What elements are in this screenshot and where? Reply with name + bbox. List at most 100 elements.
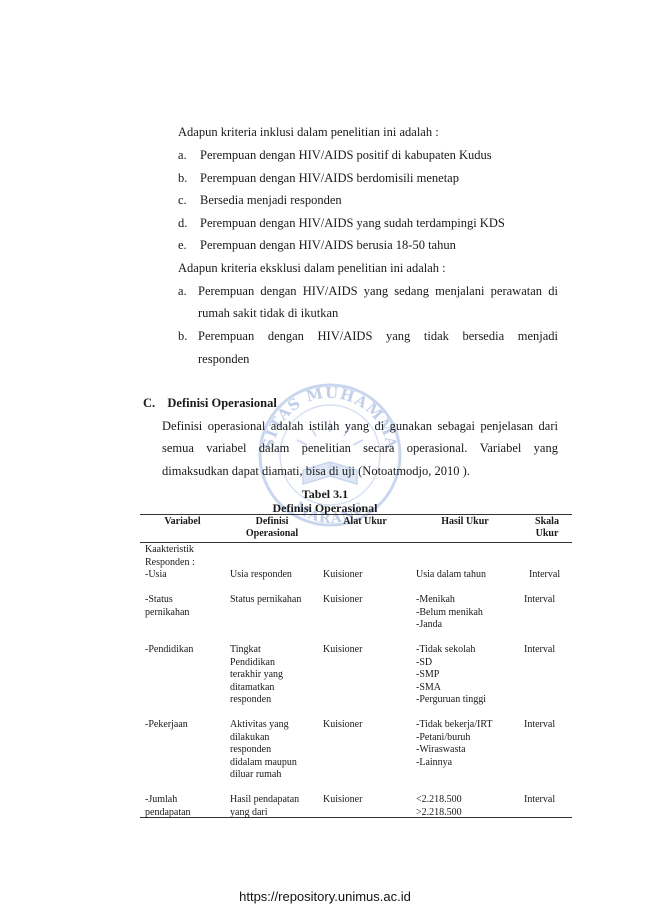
cell-definisi: diluar rumah: [230, 769, 282, 780]
cell-hasil-ukur: -Janda: [416, 619, 443, 630]
word: yang: [344, 419, 370, 433]
list-marker: b.: [178, 171, 188, 185]
group-label-line-1: Kaakteristik: [145, 544, 194, 555]
cell-definisi: Status pernikahan: [230, 594, 302, 605]
exclusion-line-2: responden: [198, 352, 250, 366]
word: di: [374, 419, 385, 433]
cell-alat-ukur: Kuisioner: [323, 594, 363, 605]
cell-hasil-ukur: -Perguruan tinggi: [416, 694, 487, 705]
word: variabel: [206, 441, 247, 455]
word: penjelasan: [480, 419, 534, 433]
cell-definisi: ditamatkan: [230, 681, 275, 693]
cell-alat-ukur: Kuisioner: [323, 719, 363, 730]
word: penelitian: [301, 441, 351, 455]
cell-hasil-ukur: -SMA: [416, 681, 442, 693]
list-marker: e.: [178, 238, 187, 252]
word: dengan: [260, 284, 297, 298]
word: yang: [385, 329, 411, 343]
table-bottom-rule: [140, 817, 572, 818]
cell-hasil-ukur: <2.218.500: [416, 794, 462, 805]
inclusion-item: c. Bersedia menjadi responden: [178, 193, 342, 208]
header-definisi-2: Operasional: [245, 528, 299, 539]
section-letter: C.: [143, 396, 156, 410]
cell-hasil-ukur: -Tidak bekerja/IRT: [416, 719, 493, 730]
word: perawatan: [490, 284, 543, 298]
cell-skala: Interval: [524, 719, 556, 730]
list-text: Perempuan dengan HIV/AIDS berusia 18-50 …: [200, 238, 456, 252]
cell-definisi: responden: [230, 744, 272, 755]
word: menjadi: [517, 329, 558, 343]
word: gunakan: [389, 419, 433, 433]
cell-definisi: dilakukan: [230, 731, 270, 743]
header-definisi-1: Definisi: [255, 516, 289, 527]
word: HIV/AIDS: [317, 329, 373, 343]
cell-skala: Interval: [524, 594, 556, 605]
cell-skala: Interval: [524, 644, 556, 655]
cell-variabel: -Status: [145, 594, 173, 605]
cell-definisi: Pendidikan: [230, 656, 275, 668]
header-skala-1: Skala: [535, 516, 559, 527]
university-logo-watermark: SITAS MUHAMMA MARANG: [258, 383, 402, 527]
cell-hasil-ukur: Usia dalam tahun: [416, 569, 486, 580]
inclusion-item: b. Perempuan dengan HIV/AIDS berdomisili …: [178, 171, 459, 186]
exclusion-intro: Adapun kriteria eksklusi dalam penelitia…: [178, 261, 446, 275]
table-header-rule: [140, 542, 572, 543]
word: semua: [162, 441, 194, 455]
list-marker: a.: [178, 148, 187, 162]
cell-skala: Interval: [524, 794, 556, 805]
word: sebagai: [437, 419, 475, 433]
inclusion-item: e. Perempuan dengan HIV/AIDS berusia 18-5…: [178, 238, 456, 253]
inclusion-intro: Adapun kriteria inklusi dalam penelitian…: [178, 125, 439, 139]
cell-skala: Interval: [529, 569, 561, 580]
cell-hasil-ukur: -Wiraswasta: [416, 744, 466, 755]
word: Perempuan: [198, 329, 255, 343]
word: HIV/AIDS: [302, 284, 358, 298]
word: adalah: [270, 419, 304, 433]
word: sedang: [394, 284, 429, 298]
word: menjalani: [435, 284, 485, 298]
cell-hasil-ukur: -Tidak sekolah: [416, 644, 476, 655]
word: yang: [533, 441, 558, 455]
header-variabel: Variabel: [164, 516, 201, 527]
header-hasil-ukur: Hasil Ukur: [441, 516, 489, 527]
list-marker: c.: [178, 193, 187, 207]
word: dalam: [258, 441, 290, 455]
list-text: Perempuan dengan HIV/AIDS berdomisili me…: [200, 171, 459, 185]
word: tidak: [423, 329, 449, 343]
list-marker: d.: [178, 216, 188, 230]
word: di: [548, 284, 558, 298]
table-label: Tabel 3.1: [301, 487, 349, 501]
cell-definisi: responden: [230, 694, 272, 705]
cell-definisi: Tingkat: [230, 644, 261, 655]
exclusion-marker: a.: [178, 284, 187, 298]
cell-hasil-ukur: -Belum menikah: [416, 606, 483, 618]
cell-alat-ukur: Kuisioner: [323, 794, 363, 805]
word: Perempuan: [198, 284, 255, 298]
cell-definisi: Usia responden: [230, 569, 292, 580]
cell-definisi: terakhir yang: [230, 669, 284, 680]
list-text: Perempuan dengan HIV/AIDS yang sudah ter…: [200, 216, 505, 230]
word: dengan: [267, 329, 304, 343]
cell-variabel: -Pekerjaan: [145, 719, 188, 730]
cell-definisi: didalam maupun: [230, 756, 297, 768]
word: operasional.: [406, 441, 468, 455]
exclusion-line-1: Perempuan dengan HIV/AIDS yang tidak bersedia…: [198, 329, 558, 344]
word: bersedia: [462, 329, 505, 343]
cell-variabel: -Pendidikan: [145, 644, 194, 655]
paragraph-line-3: dimaksudkan dapat diamati, bisa di uji (…: [162, 464, 470, 478]
cell-hasil-ukur: -SMP: [416, 669, 440, 680]
word: Variabel: [479, 441, 522, 455]
list-text: Bersedia menjadi responden: [200, 193, 342, 207]
section-heading: C. Definisi Operasional: [143, 396, 277, 411]
inclusion-item: a.Perempuan dengan HIV/AIDS positif di k…: [178, 148, 492, 163]
cell-variabel: pernikahan: [145, 606, 190, 618]
cell-hasil-ukur: -Lainnya: [416, 756, 453, 768]
exclusion-line-2: rumah sakit tidak di ikutkan: [198, 306, 339, 320]
footer-url: https://repository.unimus.ac.id: [239, 889, 411, 904]
group-label-line-2: Responden :: [145, 556, 195, 568]
header-alat-ukur: Alat Ukur: [343, 516, 387, 527]
header-skala-2: Ukur: [535, 528, 559, 539]
